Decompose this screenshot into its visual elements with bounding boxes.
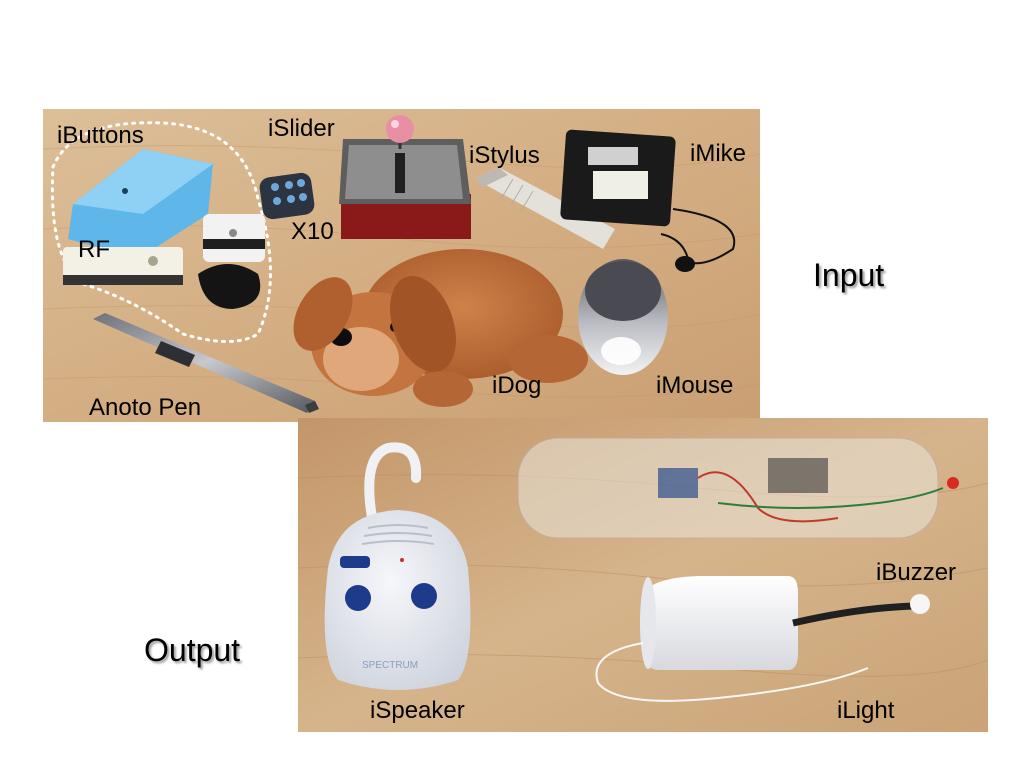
label-idog: iDog: [492, 372, 542, 399]
label-ilight: iLight: [837, 697, 895, 724]
label-imouse: iMouse: [656, 372, 734, 399]
label-x10: X10: [291, 218, 334, 245]
label-istylus: iStylus: [469, 142, 540, 169]
label-ibuttons: iButtons: [57, 122, 144, 149]
ibutton-blue-case: [68, 149, 213, 259]
imike-recorder: [560, 129, 736, 272]
islider-device: [339, 115, 471, 239]
svg-text:SPECTRUM: SPECTRUM: [362, 660, 418, 671]
ispeaker-device: SPECTRUM: [324, 442, 471, 690]
label-ispeaker: iSpeaker: [370, 697, 465, 724]
rf-receiver: [63, 247, 183, 285]
caption-output: Output: [144, 632, 241, 668]
anoto-pen: [93, 313, 319, 413]
label-imike: iMike: [690, 140, 747, 167]
imouse-device: [578, 259, 668, 375]
output-devices-photo: SPECTRUM: [298, 418, 988, 732]
istylus-device: [475, 167, 615, 249]
idog-plush: [293, 249, 588, 407]
ibutton-key-fob: [198, 214, 265, 309]
x10-remote: [259, 172, 315, 220]
caption-input: Input: [813, 257, 885, 293]
label-ibuzzer: iBuzzer: [876, 559, 957, 586]
input-devices-photo: [43, 109, 760, 422]
ilight-device: [595, 576, 930, 702]
label-anoto-pen: Anoto Pen: [89, 394, 202, 421]
ibuzzer-device: [517, 437, 959, 539]
label-islider: iSlider: [268, 115, 335, 142]
label-rf: RF: [78, 236, 110, 263]
